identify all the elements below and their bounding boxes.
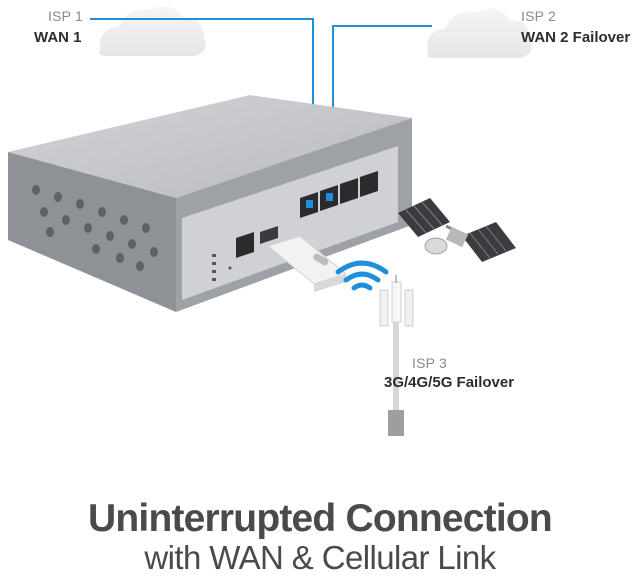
satellite-icon bbox=[398, 198, 516, 262]
isp1-title: WAN 1 bbox=[34, 29, 82, 46]
isp2-label: ISP 2 bbox=[521, 8, 556, 24]
cell-tower-icon bbox=[379, 275, 414, 436]
router-icon bbox=[8, 95, 412, 312]
isp3-label: ISP 3 bbox=[412, 355, 447, 371]
signal-icon bbox=[335, 260, 389, 291]
isp3-title: 3G/4G/5G Failover bbox=[384, 374, 515, 391]
isp2-title: WAN 2 Failover bbox=[521, 29, 631, 46]
cloud-icon-left bbox=[99, 6, 206, 57]
subline: with WAN & Cellular Link bbox=[144, 539, 496, 576]
usb-modem-icon bbox=[266, 235, 348, 292]
cloud-icon-right bbox=[427, 8, 532, 58]
headline: Uninterrupted Connection bbox=[88, 497, 553, 540]
isp1-label: ISP 1 bbox=[48, 8, 83, 24]
